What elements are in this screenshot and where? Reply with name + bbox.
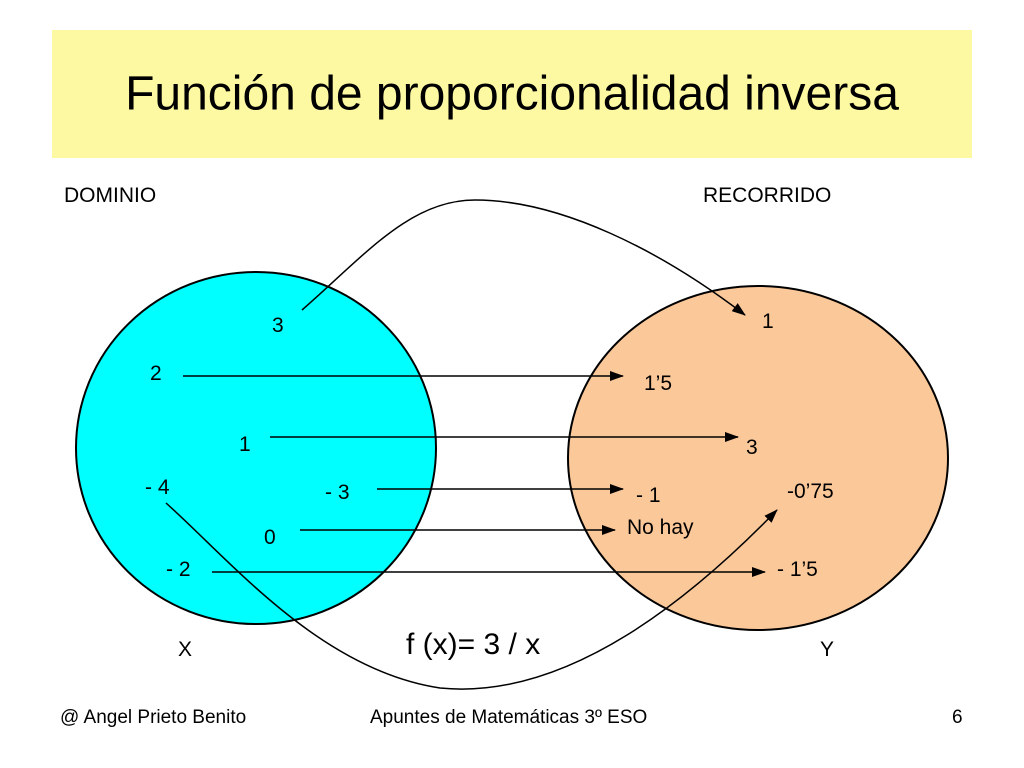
slide-title: Función de proporcionalidad inversa — [125, 67, 899, 121]
set-y-label: Y — [820, 638, 835, 661]
domain-value-m4: - 4 — [145, 476, 170, 499]
range-value-m075: -0’75 — [787, 480, 834, 503]
footer-author: @ Angel Prieto Benito — [60, 707, 247, 728]
arrow-m4-to-m075 — [165, 502, 778, 690]
domain-set-circle — [75, 271, 437, 625]
arrow-3-to-1 — [301, 199, 746, 316]
range-value-1: 1 — [762, 310, 774, 333]
title-bar: Función de proporcionalidad inversa — [52, 30, 972, 158]
range-value-m1: - 1 — [636, 484, 661, 507]
domain-label: DOMINIO — [64, 184, 157, 207]
domain-value-m2: - 2 — [166, 558, 191, 581]
range-value-3: 3 — [746, 436, 758, 459]
range-value-no-hay: No hay — [627, 516, 694, 539]
domain-value-0: 0 — [264, 526, 276, 549]
footer-course: Apuntes de Matemáticas 3º ESO — [370, 707, 648, 728]
footer-page-number: 6 — [952, 707, 963, 728]
range-value-1-5: 1’5 — [644, 372, 673, 395]
domain-value-3: 3 — [272, 314, 284, 337]
range-label: RECORRIDO — [703, 184, 832, 207]
function-formula: f (x)= 3 / x — [406, 628, 541, 661]
range-value-m1-5: - 1’5 — [777, 558, 818, 581]
range-set-circle — [567, 285, 949, 631]
domain-value-1: 1 — [239, 433, 251, 456]
domain-value-m3: - 3 — [325, 481, 350, 504]
set-x-label: X — [178, 638, 193, 661]
domain-value-2: 2 — [150, 362, 162, 385]
